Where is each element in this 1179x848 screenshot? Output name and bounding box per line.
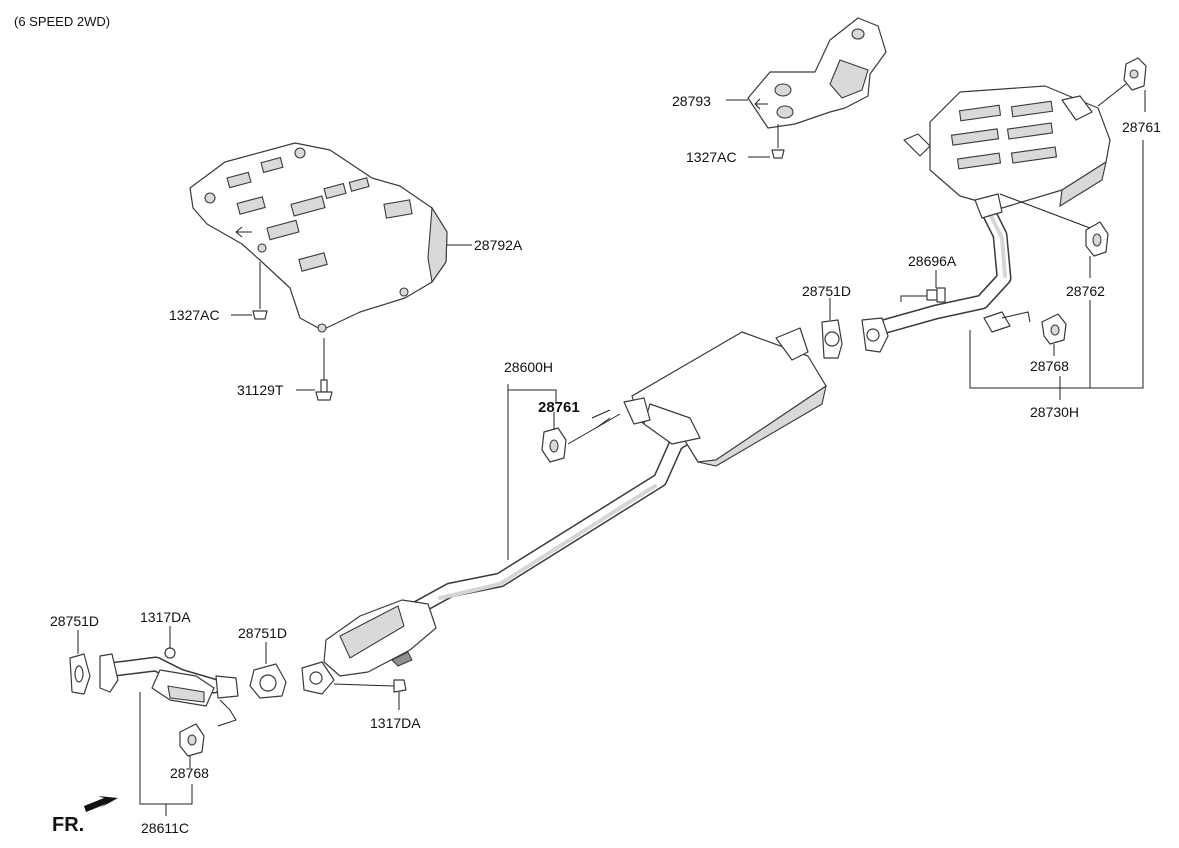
front-pipe-28611c[interactable] xyxy=(99,647,239,727)
center-muffler-pipe[interactable] xyxy=(402,327,827,620)
label-28761-center: 28761 xyxy=(538,399,580,416)
hanger-28762[interactable] xyxy=(999,193,1109,257)
hanger-28761-center[interactable] xyxy=(541,409,621,463)
bolt-28696a[interactable] xyxy=(900,287,946,303)
hanger-28768-right[interactable] xyxy=(1041,313,1067,345)
nut-1327ac-top[interactable] xyxy=(771,124,785,159)
label-1317da-bottom: 1317DA xyxy=(370,715,421,731)
label-28730h: 28730H xyxy=(1030,404,1079,420)
front-direction-label: FR. xyxy=(52,814,84,836)
label-28768-left: 28768 xyxy=(170,765,209,781)
label-1317da-top: 1317DA xyxy=(140,609,191,625)
label-28751d-left: 28751D xyxy=(50,613,99,629)
bracket-28611c xyxy=(139,692,193,816)
catalytic-converter[interactable] xyxy=(301,599,437,695)
label-31129t: 31129T xyxy=(237,382,284,398)
tail-pipe-assembly[interactable] xyxy=(861,193,1031,353)
label-1327ac-top: 1327AC xyxy=(686,149,737,165)
gasket-28751d-left[interactable] xyxy=(69,653,91,695)
bolt-31129t[interactable] xyxy=(315,338,333,401)
label-28793: 28793 xyxy=(672,93,711,109)
label-28696a: 28696A xyxy=(908,253,957,269)
label-28600h: 28600H xyxy=(504,359,553,375)
heat-protector-28792a[interactable] xyxy=(189,142,448,333)
label-28768-right: 28768 xyxy=(1030,358,1069,374)
label-28751d-mid: 28751D xyxy=(802,283,851,299)
heat-protector-28793[interactable] xyxy=(747,17,887,129)
nut-1327ac-left[interactable] xyxy=(252,262,268,320)
bracket-28730h xyxy=(969,140,1144,400)
header-text: (6 SPEED 2WD) xyxy=(14,14,110,29)
label-28762: 28762 xyxy=(1066,283,1105,299)
hanger-28768-left[interactable] xyxy=(179,723,205,757)
label-28792a: 28792A xyxy=(474,237,523,253)
gasket-28751d-lower[interactable] xyxy=(249,663,287,699)
rear-muffler[interactable] xyxy=(903,85,1111,209)
bracket-28600h xyxy=(507,384,557,560)
label-28751d-lower: 28751D xyxy=(238,625,287,641)
front-direction-arrow-icon xyxy=(84,796,118,812)
label-1327ac-left: 1327AC xyxy=(169,307,220,323)
gasket-28751d-mid[interactable] xyxy=(821,319,843,359)
label-28611c: 28611C xyxy=(141,820,189,836)
hanger-28761-right[interactable] xyxy=(1097,57,1147,107)
label-28761-right: 28761 xyxy=(1122,119,1161,135)
nut-1317da-bottom[interactable] xyxy=(393,679,407,693)
